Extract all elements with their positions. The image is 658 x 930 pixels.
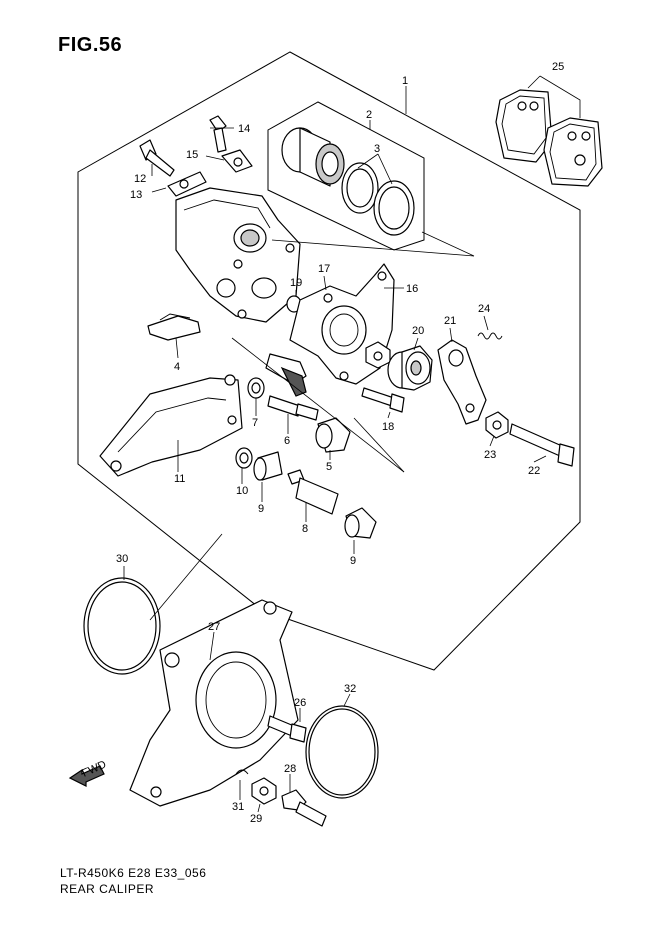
pad-spring-4[interactable] <box>147 313 201 341</box>
bracket-bolt-18[interactable] <box>361 387 405 413</box>
piston-group-frame <box>267 101 425 251</box>
callout-8: 8 <box>302 523 308 535</box>
spring-24[interactable] <box>477 332 503 340</box>
caliper-body[interactable] <box>175 187 301 323</box>
callout-30: 30 <box>116 553 128 565</box>
stud-28[interactable] <box>281 789 327 827</box>
callout-22: 22 <box>528 465 540 477</box>
model-code: LT-R450K6 E28 E33_056 <box>60 866 207 880</box>
o-ring-32[interactable] <box>305 705 379 799</box>
sleeve-9-upper[interactable] <box>253 451 283 481</box>
callout-16: 16 <box>406 283 418 295</box>
callout-13: 13 <box>130 189 142 201</box>
slide-pin-6[interactable] <box>267 395 319 421</box>
fwd-arrow-icon: FWD <box>68 759 108 787</box>
piston-seal-outer[interactable] <box>373 180 415 236</box>
callout-15: 15 <box>186 149 198 161</box>
callout-3: 3 <box>374 143 380 155</box>
callout-31: 31 <box>232 801 244 813</box>
callout-17: 17 <box>318 263 330 275</box>
callout-1: 1 <box>402 75 408 87</box>
clip-31[interactable] <box>235 769 249 775</box>
slide-pin-8[interactable] <box>287 469 339 515</box>
callout-5: 5 <box>326 461 332 473</box>
callout-14: 14 <box>238 123 250 135</box>
callout-6: 6 <box>284 435 290 447</box>
callout-12: 12 <box>134 173 146 185</box>
parking-bracket-21[interactable] <box>437 339 487 425</box>
bushing-5[interactable] <box>315 417 351 453</box>
union-washer-13[interactable] <box>167 171 207 197</box>
mount-bolt-26[interactable] <box>267 715 307 743</box>
callout-2: 2 <box>366 109 372 121</box>
leader-lines <box>123 75 581 813</box>
callout-27: 27 <box>208 621 220 633</box>
callout-21: 21 <box>444 315 456 327</box>
sleeve-9-lower[interactable] <box>344 507 377 539</box>
callout-32: 32 <box>344 683 356 695</box>
bleeder-cap-15[interactable] <box>221 149 253 173</box>
callout-7: 7 <box>252 417 258 429</box>
nut-29[interactable] <box>251 777 277 805</box>
callout-26: 26 <box>294 697 306 709</box>
callout-20: 20 <box>412 325 424 337</box>
callout-18: 18 <box>382 421 394 433</box>
callout-4: 4 <box>174 361 180 373</box>
caliper-support-11[interactable] <box>99 374 243 477</box>
washer-10[interactable] <box>235 447 253 469</box>
caliper-mount-27[interactable] <box>129 599 299 807</box>
pin-boot-20[interactable] <box>387 345 433 391</box>
bolt-22[interactable] <box>509 423 575 467</box>
callout-labels: 1 2 3 4 5 6 7 8 9 9 10 11 12 13 14 15 16… <box>116 61 564 825</box>
callout-24: 24 <box>478 303 490 315</box>
callout-25: 25 <box>552 61 564 73</box>
callout-11: 11 <box>174 473 185 485</box>
callout-9-lower: 9 <box>350 555 356 567</box>
piston-seal-inner[interactable] <box>341 162 379 214</box>
washer-7[interactable] <box>247 377 265 399</box>
diagram-caption: REAR CALIPER <box>60 882 155 896</box>
bleeder-valve-14[interactable] <box>209 115 227 153</box>
brake-pad-inner[interactable] <box>543 117 603 187</box>
brake-pad-outer[interactable] <box>495 89 553 163</box>
callout-10: 10 <box>236 485 248 497</box>
nut-23[interactable] <box>485 411 509 439</box>
callout-28: 28 <box>284 763 296 775</box>
caliper-piston[interactable] <box>281 127 345 187</box>
caliper-pin-17[interactable] <box>265 353 307 397</box>
callout-23: 23 <box>484 449 496 461</box>
assembly-frame <box>77 51 581 671</box>
caliper-bolt-12[interactable] <box>139 139 175 177</box>
callout-9-upper: 9 <box>258 503 264 515</box>
snap-ring-30[interactable] <box>83 577 161 675</box>
figure-title: FIG.56 <box>58 34 123 56</box>
callout-29: 29 <box>250 813 262 825</box>
callout-19: 19 <box>290 277 302 289</box>
